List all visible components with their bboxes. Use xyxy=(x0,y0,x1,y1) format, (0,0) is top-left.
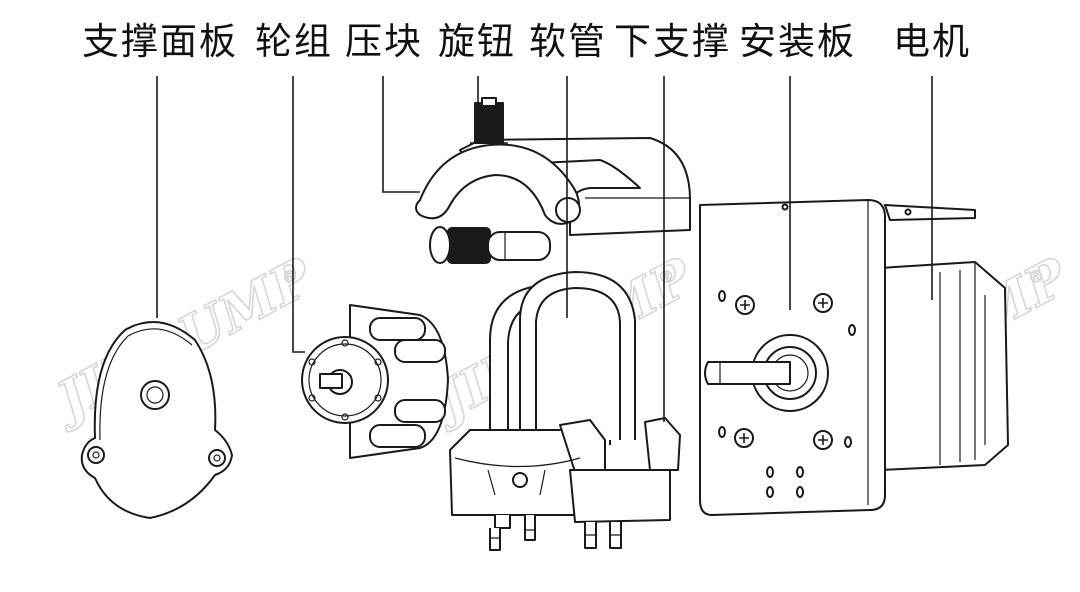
lower-support-part xyxy=(449,417,681,551)
label-mount-plate: 安装板 xyxy=(739,20,856,63)
plate-screw xyxy=(813,430,833,450)
press-block-part xyxy=(415,137,691,236)
support-panel-part xyxy=(80,321,233,519)
plate-screw xyxy=(734,428,754,448)
watermark-mark: ® xyxy=(1028,267,1044,286)
label-support-panel: 支撑面板 xyxy=(82,20,238,63)
knob-top-part xyxy=(470,97,508,144)
hose-part xyxy=(489,271,636,445)
motor-shaft xyxy=(704,361,791,385)
watermark-mark: ® xyxy=(658,267,674,286)
plate-screw xyxy=(813,293,833,313)
label-hose: 软管 xyxy=(529,20,607,63)
label-knob: 旋钮 xyxy=(438,20,516,63)
roller-group-part xyxy=(301,304,449,459)
knob-side-part xyxy=(429,226,551,264)
plate-screw xyxy=(735,295,755,315)
label-press-block: 压块 xyxy=(345,20,423,63)
label-roller-group: 轮组 xyxy=(255,20,333,63)
label-motor: 电机 xyxy=(893,20,971,63)
label-lower-support: 下支撑 xyxy=(614,20,731,63)
watermark-mark: ® xyxy=(282,267,298,286)
motor-part xyxy=(879,261,1009,471)
leader-lines xyxy=(156,76,933,422)
